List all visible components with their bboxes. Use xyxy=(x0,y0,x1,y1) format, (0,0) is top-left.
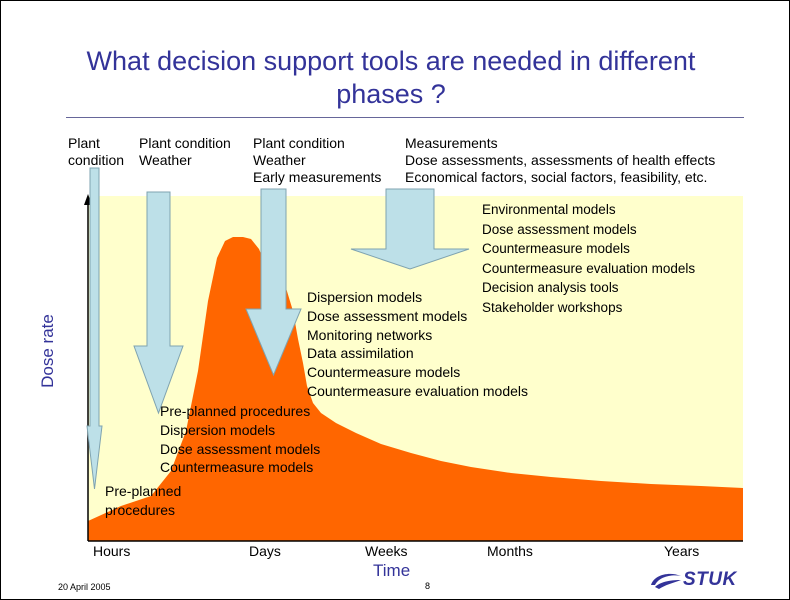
x-tick-weeks: Weeks xyxy=(365,543,408,559)
phase-input-later: Measurements Dose assessments, assessmen… xyxy=(405,135,716,185)
footer-date: 20 April 2005 xyxy=(58,582,111,592)
slide-title: What decision support tools are needed i… xyxy=(86,46,696,109)
phase-tools-later: Environmental models Dose assessment mod… xyxy=(482,202,696,315)
phase-arrow-later xyxy=(350,188,470,270)
x-tick-hours: Hours xyxy=(93,543,131,559)
x-tick-months: Months xyxy=(487,543,533,559)
y-axis-title: Dose rate xyxy=(38,314,57,388)
phase-arrow-days xyxy=(245,188,302,377)
phase-arrow-early xyxy=(133,191,184,415)
x-tick-years: Years xyxy=(664,543,700,559)
phase-tools-hours: Pre-planned procedures xyxy=(105,483,182,518)
phase-input-hours: Plant condition xyxy=(68,135,125,168)
title-divider xyxy=(66,117,744,118)
x-axis-title: Time xyxy=(373,561,411,580)
stuk-logo: STUK xyxy=(649,569,737,591)
stuk-swoosh-icon xyxy=(651,573,681,589)
page-number: 8 xyxy=(425,581,431,591)
phase-input-early: Plant condition Weather xyxy=(139,135,231,168)
logo-text: STUK xyxy=(683,569,737,590)
phase-tools-early: Pre-planned procedures Dispersion models… xyxy=(160,403,321,476)
x-tick-days: Days xyxy=(249,543,281,559)
phase-tools-days: Dispersion models Dose assessment models… xyxy=(307,289,529,399)
phase-input-days: Plant condition Weather Early measuremen… xyxy=(253,135,382,185)
phase-arrow-hours xyxy=(86,167,103,490)
